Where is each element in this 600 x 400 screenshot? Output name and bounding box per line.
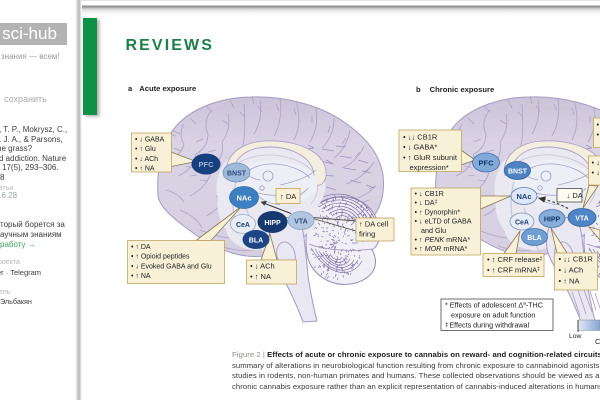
svg-text:• ↓↓ CB1R: • ↓↓ CB1R xyxy=(403,133,438,142)
svg-text:• ↑ NA: • ↑ NA xyxy=(250,272,271,281)
svg-text:↑ DA: ↑ DA xyxy=(280,192,296,201)
svg-text:PFC: PFC xyxy=(199,160,215,169)
svg-text:* Effects of adolescent Δ9-THC: * Effects of adolescent Δ9-THC xyxy=(445,301,543,310)
svg-text:HIPP: HIPP xyxy=(544,216,561,223)
svg-text:• ↓ ACh: • ↓ ACh xyxy=(135,156,158,163)
svg-text:• ↑ NA: • ↑ NA xyxy=(135,166,155,173)
svg-text:• ↓ Evoked GABA and Glu: • ↓ Evoked GABA and Glu xyxy=(131,263,212,270)
svg-text:VTA: VTA xyxy=(294,218,307,225)
svg-text:•: • xyxy=(597,120,600,129)
svg-text:BNST: BNST xyxy=(508,168,528,175)
svg-text:• ↓ DA‡: • ↓ DA‡ xyxy=(415,198,438,207)
svg-text:PFC: PFC xyxy=(479,158,495,167)
svg-text:• ↑ PENK mRNA*: • ↑ PENK mRNA* xyxy=(415,235,471,244)
svg-text:‡Effects during withdrawal: ‡Effects during withdrawal xyxy=(445,321,530,330)
svg-text:firing: firing xyxy=(359,230,375,239)
svg-text:• ↑ MOR mRNA*: • ↑ MOR mRNA* xyxy=(415,244,468,253)
svg-text:• ↓ eLTD of GABA: • ↓ eLTD of GABA xyxy=(415,217,472,226)
svg-text:• ↑ DA: • ↑ DA xyxy=(131,244,151,251)
svg-text:• ↓↓ CB1R: • ↓↓ CB1R xyxy=(559,255,594,264)
svg-text:• ↑ CRF mRNA‡: • ↑ CRF mRNA‡ xyxy=(487,266,540,275)
svg-text:C: C xyxy=(595,337,600,346)
svg-text:• ↑ GluR subunit: • ↑ GluR subunit xyxy=(403,153,458,162)
svg-text:VTA: VTA xyxy=(575,215,588,222)
svg-text:↑ DA cell: ↑ DA cell xyxy=(359,220,389,229)
svg-text:• ↓: • ↓ xyxy=(592,158,600,167)
svg-text:• ↑ NA: • ↑ NA xyxy=(131,273,151,280)
svg-text:• ↑ Glu: • ↑ Glu xyxy=(135,146,156,153)
svg-text:• ↓ CB1R: • ↓ CB1R xyxy=(415,189,444,198)
svg-text:exposure on adult function: exposure on adult function xyxy=(451,311,535,320)
svg-text:• ↑ CRF release‡: • ↑ CRF release‡ xyxy=(487,255,543,264)
svg-text:CeA: CeA xyxy=(236,222,250,229)
svg-text:Low: Low xyxy=(569,333,582,340)
svg-text:NAc: NAc xyxy=(516,192,531,201)
svg-text:• ↑ Opioid peptides: • ↑ Opioid peptides xyxy=(131,254,190,261)
svg-text:• ↓ ACh: • ↓ ACh xyxy=(559,266,584,275)
svg-text:BLA: BLA xyxy=(249,237,263,244)
svg-text:• ↓ ACh: • ↓ ACh xyxy=(250,262,275,271)
svg-text:expression*: expression* xyxy=(410,163,449,172)
svg-text:BNST: BNST xyxy=(227,170,247,177)
svg-text:and Glu: and Glu xyxy=(421,226,446,235)
svg-text:↓ DA: ↓ DA xyxy=(567,191,583,200)
svg-text:• ↑ Dynorphin*: • ↑ Dynorphin* xyxy=(415,207,461,216)
svg-text:• ↓ GABA*: • ↓ GABA* xyxy=(403,143,437,152)
svg-text:CeA: CeA xyxy=(515,219,529,226)
svg-text:NAc: NAc xyxy=(236,194,251,203)
svg-text:• ↓: • ↓ xyxy=(592,168,600,177)
svg-text:•: • xyxy=(597,130,600,139)
svg-text:• ↓ GABA: • ↓ GABA xyxy=(135,137,165,144)
svg-text:• ↑ NA: • ↑ NA xyxy=(559,277,580,286)
svg-text:BLA: BLA xyxy=(527,235,541,242)
svg-text:HIPP: HIPP xyxy=(264,220,281,227)
